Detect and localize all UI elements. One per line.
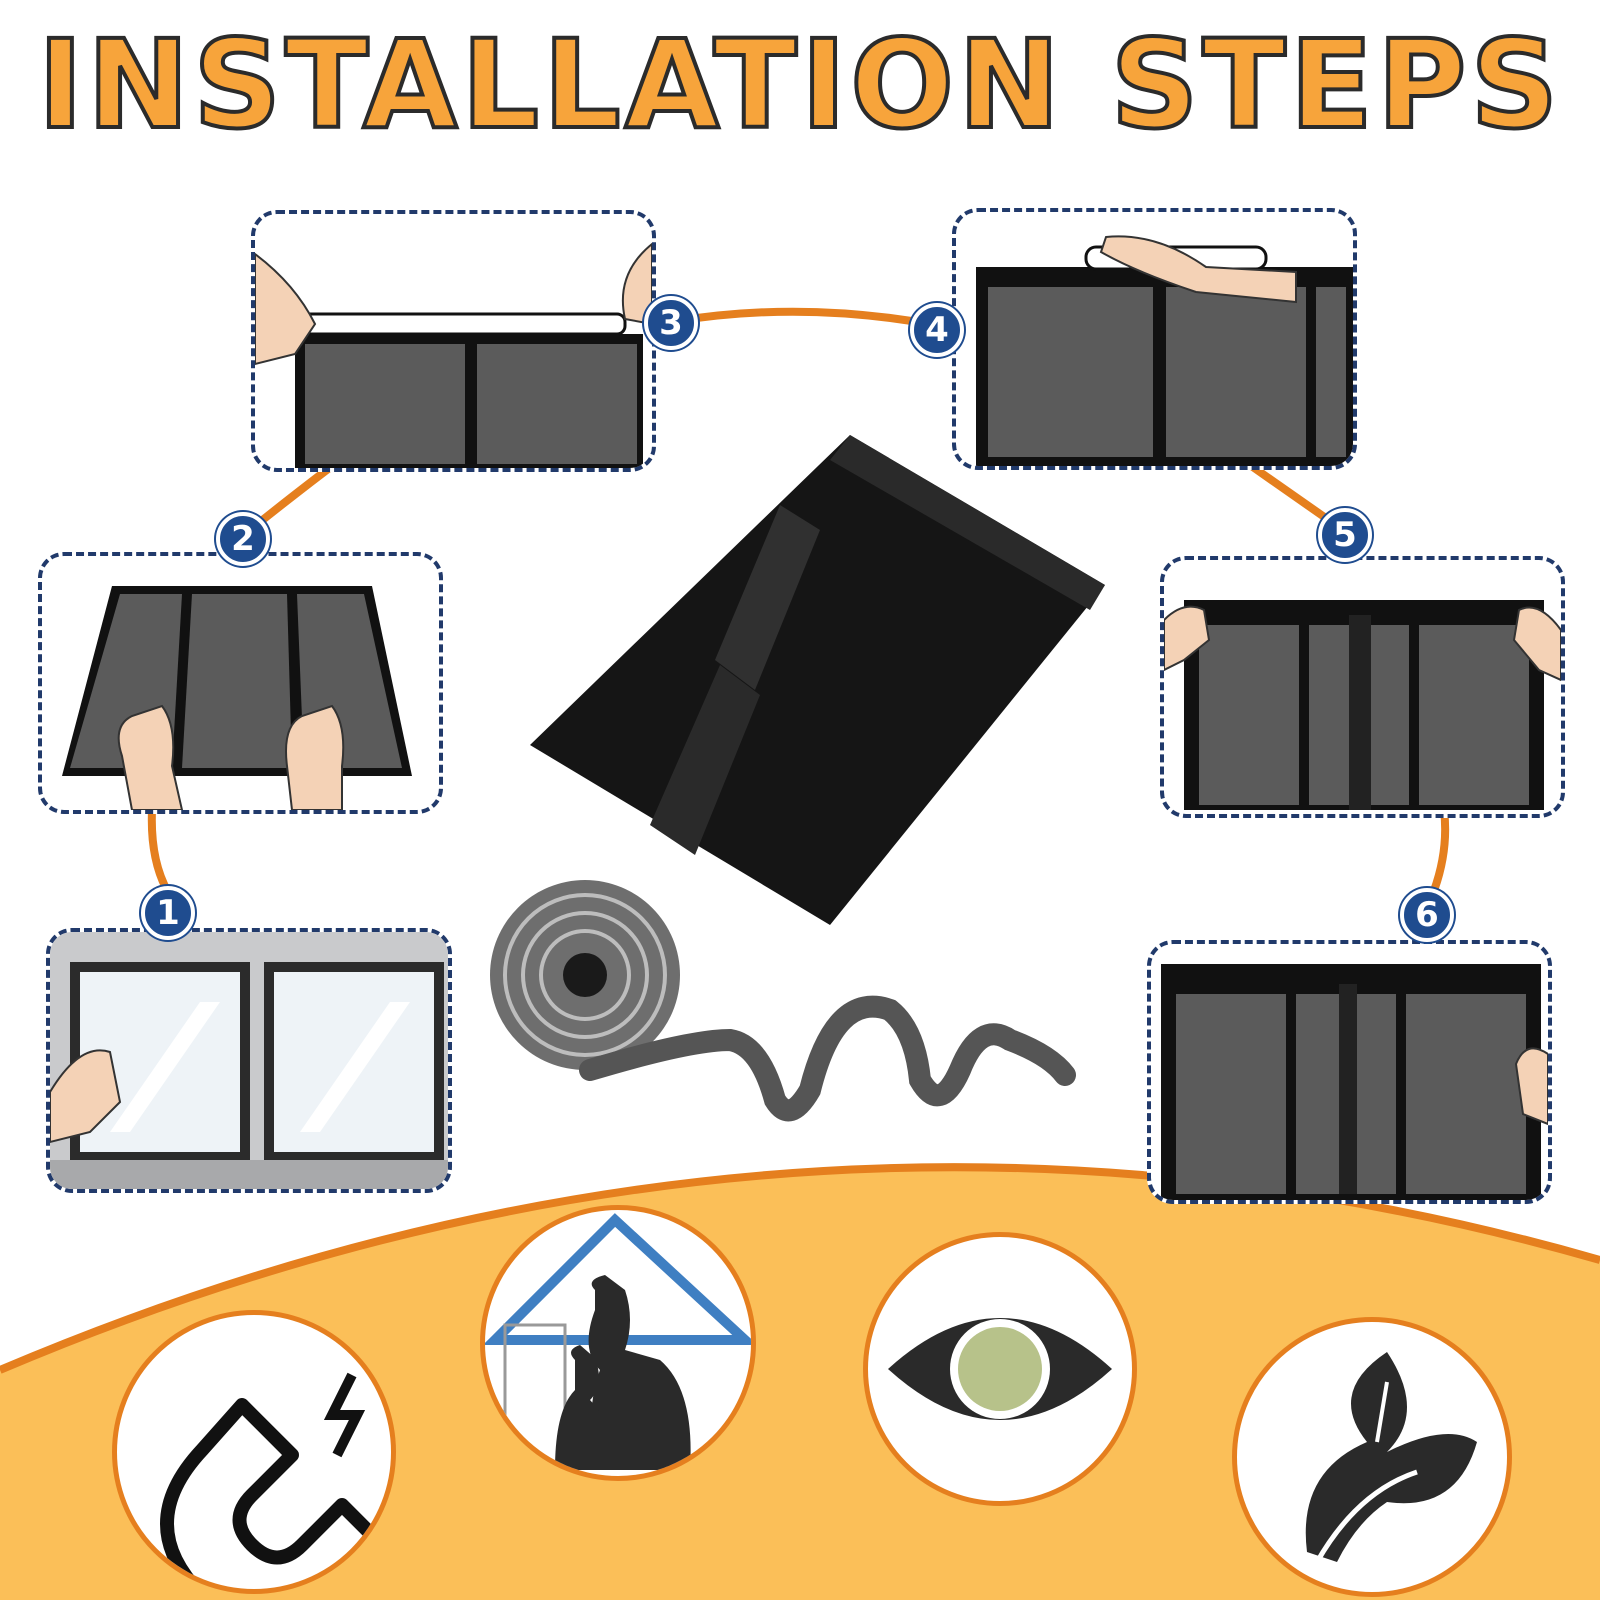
clear-view-eye-icon — [888, 1318, 1112, 1420]
step-3-panel — [251, 210, 656, 472]
step-5-panel — [1160, 556, 1565, 818]
stick-tape-frame-icon — [976, 235, 1353, 466]
press-screen-frame-icon — [1164, 600, 1561, 810]
step-4-badge: 4 — [910, 303, 964, 357]
clean-window-icon — [50, 932, 448, 1189]
folded-mesh-screen-icon — [530, 435, 1105, 925]
apply-tape-icon — [255, 242, 652, 468]
feature-magnet — [112, 1310, 396, 1594]
step-1-badge: 1 — [141, 886, 195, 940]
feature-pets — [480, 1205, 756, 1481]
step-2-panel — [38, 552, 443, 814]
step-5-badge: 5 — [1318, 508, 1372, 562]
step-6-panel — [1147, 940, 1552, 1204]
feature-eco — [1232, 1317, 1512, 1597]
adhesive-tape-roll-icon — [490, 880, 1076, 1122]
page-title: INSTALLATION STEPS — [36, 14, 1563, 156]
magnet-icon — [160, 1372, 391, 1589]
finished-screen-icon — [1161, 964, 1548, 1200]
feature-clear-view — [863, 1232, 1137, 1506]
step-4-panel — [952, 208, 1357, 470]
step-2-badge: 2 — [216, 512, 270, 566]
eco-leaf-icon — [1305, 1352, 1477, 1564]
step-6-badge: 6 — [1400, 888, 1454, 942]
step-1-panel — [46, 928, 452, 1193]
lay-out-screen-icon — [62, 586, 412, 810]
step-3-badge: 3 — [644, 296, 698, 350]
pet-friendly-icon — [485, 1213, 751, 1476]
